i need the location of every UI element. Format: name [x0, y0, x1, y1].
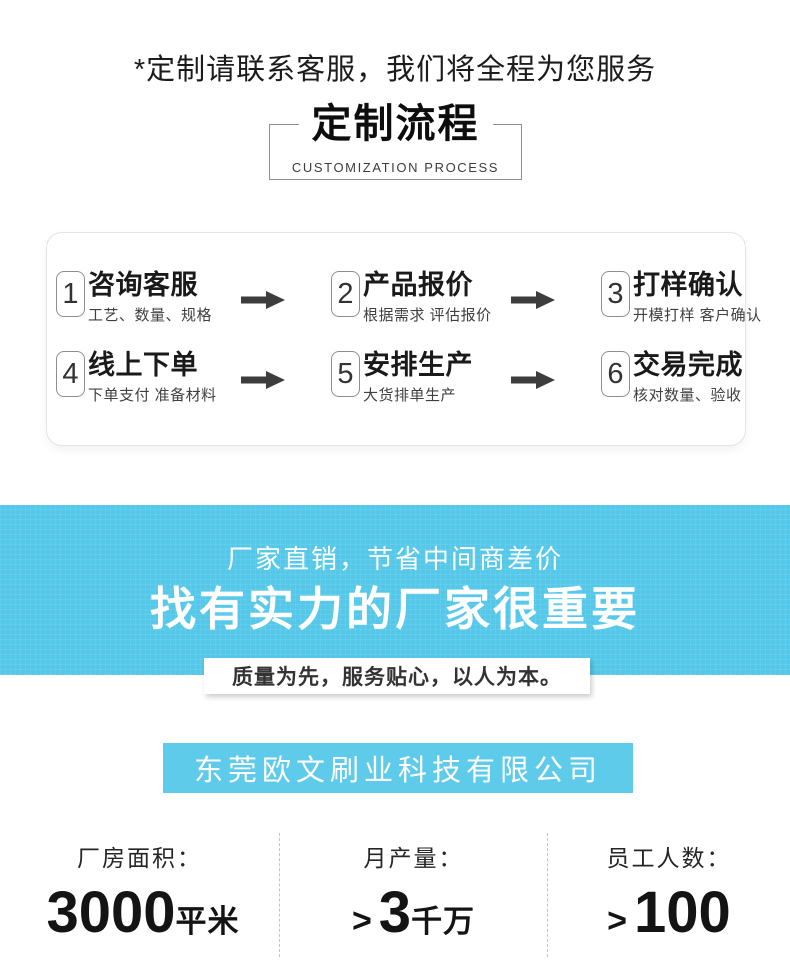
stat-prefix: > — [351, 902, 372, 940]
step-description: 根据需求 评估报价 — [363, 307, 492, 324]
stat-label: 厂房面积： — [77, 845, 202, 871]
step-description: 下单支付 准备材料 — [88, 387, 217, 404]
process-step-6: 6 交易完成 核对数量、验收 — [601, 351, 743, 405]
step-number-badge: 3 — [601, 271, 630, 317]
step-description: 核对数量、验收 — [633, 387, 742, 404]
step-text: 交易完成 核对数量、验收 — [633, 351, 743, 405]
step-title: 打样确认 — [633, 270, 743, 300]
step-description: 工艺、数量、规格 — [88, 307, 213, 324]
section-subtitle-en: CUSTOMIZATION PROCESS — [291, 160, 500, 175]
step-number-badge: 1 — [56, 271, 85, 317]
section-title: 定制流程 — [298, 98, 493, 150]
custom-service-tagline: *定制请联系客服，我们将全程为您服务 — [133, 54, 657, 86]
stat-factory-area: 厂房面积： 3000平米 — [0, 833, 279, 957]
step-number-badge: 4 — [56, 351, 85, 397]
stat-employee-count: 员工人数： >100 — [547, 833, 790, 957]
step-text: 线上下单 下单支付 准备材料 — [88, 351, 217, 405]
process-step-4: 4 线上下单 下单支付 准备材料 — [56, 351, 217, 405]
stat-number: 100 — [634, 880, 731, 945]
stat-unit: 千万 — [411, 904, 476, 939]
process-step-1: 1 咨询客服 工艺、数量、规格 — [56, 271, 212, 325]
factory-stats: 厂房面积： 3000平米 月产量： >3千万 员工人数： >100 — [0, 833, 790, 957]
step-number-badge: 5 — [331, 351, 360, 397]
banner-title: 找有实力的厂家很重要 — [150, 583, 640, 635]
section-header-box: 定制流程 CUSTOMIZATION PROCESS — [269, 98, 522, 180]
company-name-bar: 东莞欧文刷业科技有限公司 — [163, 743, 633, 793]
stat-monthly-output: 月产量： >3千万 — [279, 833, 547, 957]
step-text: 咨询客服 工艺、数量、规格 — [88, 271, 212, 325]
banner-subtitle: 厂家直销，节省中间商差价 — [226, 544, 563, 574]
right-arrow-icon — [511, 371, 555, 389]
stat-value: >100 — [548, 881, 790, 960]
right-arrow-icon — [241, 291, 285, 309]
customization-process-card: 1 咨询客服 工艺、数量、规格 2 产品报价 根据需求 评估报价 3 打样确认 … — [46, 232, 761, 446]
factory-direct-banner: 厂家直销，节省中间商差价 找有实力的厂家很重要 — [0, 505, 790, 675]
stat-value: 3000平米 — [0, 881, 279, 960]
step-title: 产品报价 — [363, 270, 473, 300]
stat-unit: 平米 — [175, 904, 240, 939]
process-step-5: 5 安排生产 大货排单生产 — [331, 351, 473, 405]
step-text: 产品报价 根据需求 评估报价 — [363, 271, 492, 325]
step-description: 开模打样 客户确认 — [633, 307, 762, 324]
step-number-badge: 2 — [331, 271, 360, 317]
step-title: 线上下单 — [88, 350, 198, 380]
stat-label: 月产量： — [363, 845, 464, 871]
step-title: 交易完成 — [633, 350, 743, 380]
step-description: 大货排单生产 — [363, 387, 457, 404]
stat-number: 3 — [378, 880, 412, 945]
right-arrow-icon — [241, 371, 285, 389]
step-title: 安排生产 — [363, 350, 473, 380]
process-step-2: 2 产品报价 根据需求 评估报价 — [331, 271, 492, 325]
step-text: 安排生产 大货排单生产 — [363, 351, 473, 405]
right-arrow-icon — [511, 291, 555, 309]
step-title: 咨询客服 — [88, 270, 198, 300]
stat-number: 3000 — [46, 880, 176, 945]
stat-prefix: > — [607, 902, 628, 940]
stat-label: 员工人数： — [606, 845, 732, 871]
step-text: 打样确认 开模打样 客户确认 — [633, 271, 762, 325]
process-step-3: 3 打样确认 开模打样 客户确认 — [601, 271, 762, 325]
quality-ribbon: 质量为先，服务贴心，以人为本。 — [204, 658, 590, 694]
stat-value: >3千万 — [280, 881, 547, 960]
step-number-badge: 6 — [601, 351, 630, 397]
